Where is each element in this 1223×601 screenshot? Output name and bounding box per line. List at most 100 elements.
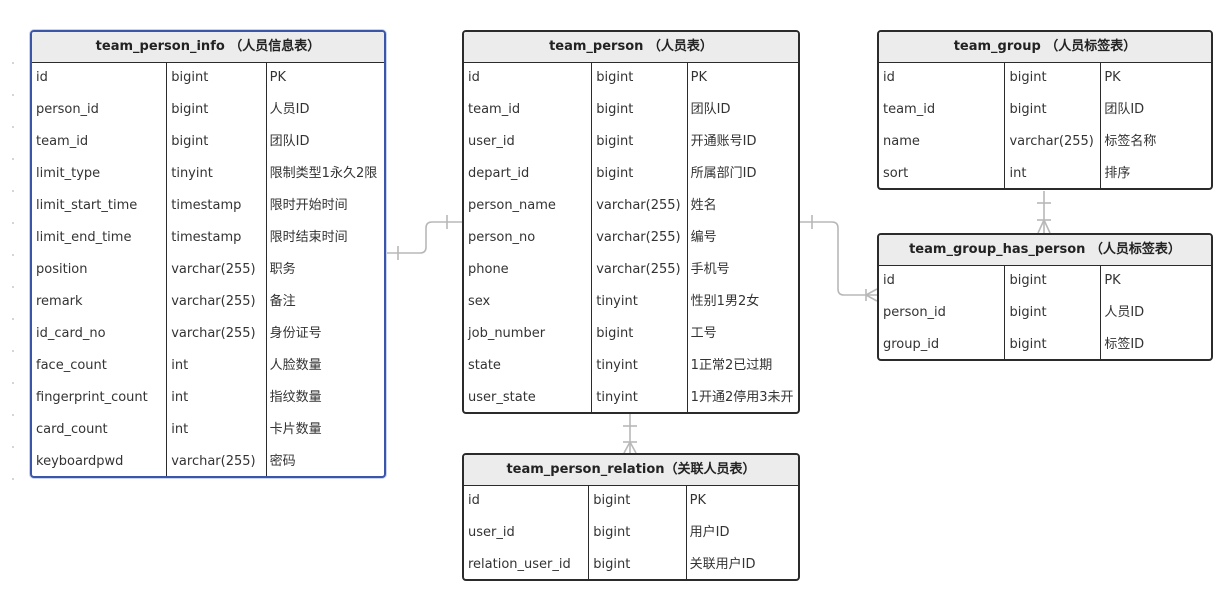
column-type: tinyint xyxy=(596,358,638,373)
column-comment: PK xyxy=(1104,70,1121,85)
column-comment: 备注 xyxy=(269,294,296,309)
column-comment: 身份证号 xyxy=(269,326,322,341)
grid-dot xyxy=(12,62,14,64)
column-type-cell: bigint xyxy=(589,518,687,550)
column-type: tinyint xyxy=(596,390,638,405)
column-name: person_id xyxy=(36,102,99,117)
column-type: varchar(255) xyxy=(171,326,256,341)
column-comment: 人员ID xyxy=(1104,305,1145,320)
column-comment: 团队ID xyxy=(690,102,731,117)
column-type: bigint xyxy=(596,326,634,341)
column-name: fingerprint_count xyxy=(36,390,148,405)
column-name: sort xyxy=(883,166,909,181)
column-name-cell: card_count xyxy=(32,415,168,447)
grid-dot xyxy=(12,222,14,224)
table-title: team_person （人员表） xyxy=(464,32,798,63)
column-type: timestamp xyxy=(171,230,242,245)
column-comment: 排序 xyxy=(1104,166,1131,181)
column-type: tinyint xyxy=(596,294,638,309)
column-comment-cell: 限制类型1永久2限 xyxy=(267,159,384,191)
column-comment: 编号 xyxy=(690,230,717,245)
column-name-cell: id xyxy=(464,63,593,95)
column-name-cell: user_state xyxy=(464,383,593,412)
column-comment-cell: 限时开始时间 xyxy=(267,191,384,223)
column-type-cell: int xyxy=(167,415,267,447)
column-type: bigint xyxy=(596,70,634,85)
column-comment-cell: 用户ID xyxy=(687,518,798,550)
grid-dot xyxy=(12,318,14,320)
column-type-cell: tinyint xyxy=(592,287,688,319)
column-name-cell: sort xyxy=(879,159,1006,188)
column-name: limit_end_time xyxy=(36,230,132,245)
column-name: remark xyxy=(36,294,83,309)
column-comment: 人脸数量 xyxy=(269,358,322,373)
relation-group-grouphasperson[interactable] xyxy=(1037,191,1051,234)
column-type-cell: tinyint xyxy=(167,159,267,191)
column-comment-cell: 排序 xyxy=(1101,159,1211,188)
column-name-cell: position xyxy=(32,255,168,287)
column-comment-cell: 团队ID xyxy=(1101,95,1211,127)
column-name-cell: team_id xyxy=(32,127,168,159)
relation-person-relation[interactable] xyxy=(623,414,637,454)
column-comment: 密码 xyxy=(269,454,296,469)
column-name: team_id xyxy=(36,134,89,149)
table-title: team_person_info （人员信息表） xyxy=(32,32,384,63)
column-comment-cell: PK xyxy=(267,63,384,95)
column-type: bigint xyxy=(1009,70,1047,85)
column-type-cell: bigint xyxy=(592,95,688,127)
column-comment-cell: 人脸数量 xyxy=(267,351,384,383)
column-type: int xyxy=(171,390,189,405)
relation-person-grouphasperson[interactable] xyxy=(800,215,878,302)
column-comment-cell: 1开通2停用3未开 xyxy=(688,383,798,412)
column-type-cell: varchar(255) xyxy=(167,447,267,476)
column-name: state xyxy=(468,358,501,373)
column-comment-cell: 密码 xyxy=(267,447,384,476)
column-type-cell: bigint xyxy=(1005,330,1102,359)
column-name-cell: id_card_no xyxy=(32,319,168,351)
column-type-cell: bigint xyxy=(592,63,688,95)
column-type-cell: bigint xyxy=(589,550,687,579)
grid-dot xyxy=(12,382,14,384)
relation-info-person[interactable] xyxy=(387,215,462,260)
